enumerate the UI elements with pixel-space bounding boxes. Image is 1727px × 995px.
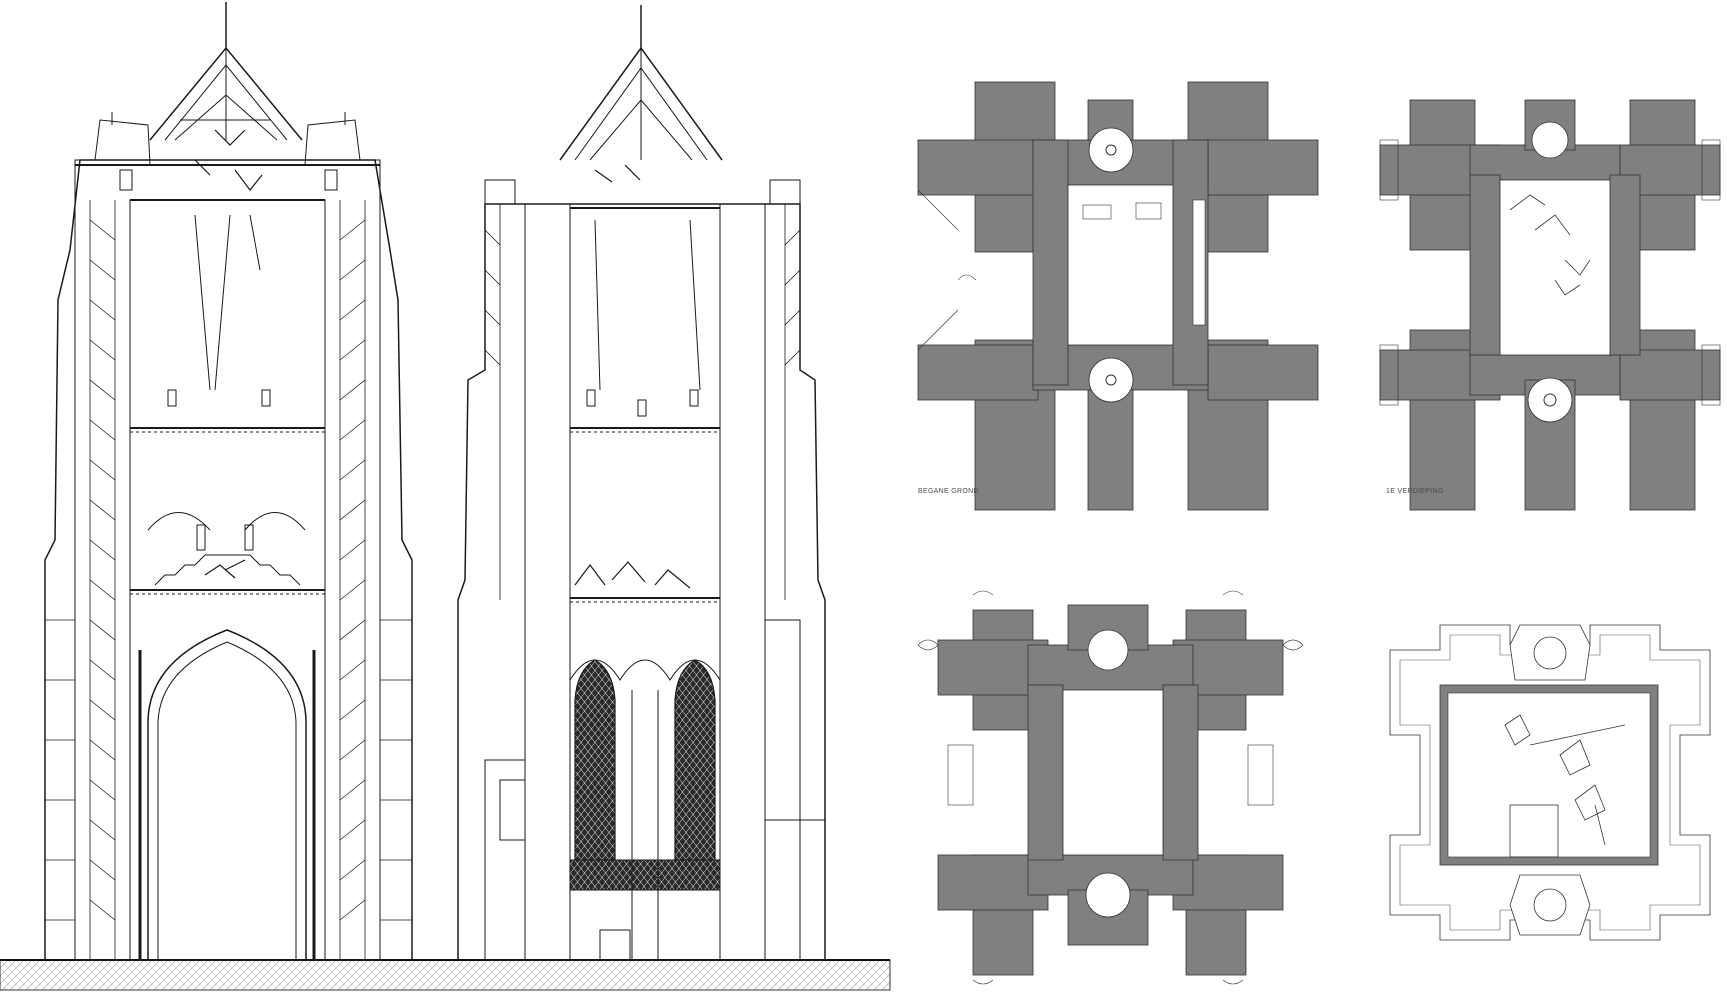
floor-plan-second [917, 590, 1304, 985]
floor-plan-top [1389, 624, 1711, 941]
plan-label-ground-floor: BEGANE GROND [918, 488, 979, 495]
ground-line [0, 959, 891, 991]
tower-section-left [44, 2, 413, 961]
plan-label-first-floor: 1E VERDIEPING [1386, 488, 1444, 495]
floor-plan-first [1379, 99, 1721, 511]
floor-plan-ground [917, 81, 1319, 511]
tower-section-right [457, 5, 826, 961]
